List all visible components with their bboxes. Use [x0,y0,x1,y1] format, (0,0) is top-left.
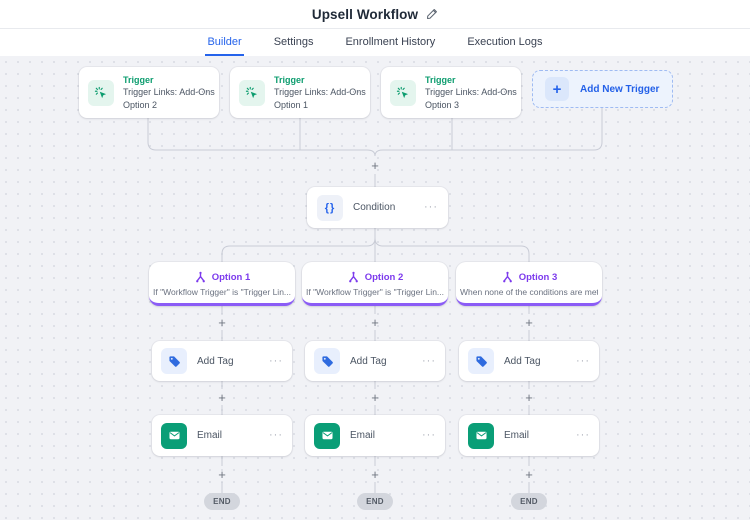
condition-node[interactable]: {} Condition ··· [307,187,448,228]
trigger-type-label: Trigger [425,75,456,86]
email-icon [468,422,494,449]
option-label: Option 1 [211,271,251,283]
option-label: Option 2 [364,271,404,283]
workflow-canvas[interactable]: Trigger Trigger Links: Add-Ons Option 2 … [0,56,750,520]
email-icon [161,422,187,449]
branch-split-icon [195,271,205,282]
tab-builder[interactable]: Builder [205,29,244,56]
add-step-button[interactable]: + [218,466,226,482]
node-menu-button[interactable]: ··· [347,86,361,98]
tab-enrollment-history[interactable]: Enrollment History [345,35,436,48]
email-icon [314,422,340,449]
add-tag-node-1[interactable]: Add Tag ··· [152,341,292,381]
node-menu-button[interactable]: ··· [576,429,590,441]
branch-option-1[interactable]: Option 1 If "Workflow Trigger" is "Trigg… [149,262,295,306]
node-menu-button[interactable]: ··· [576,354,590,367]
tab-execution-logs[interactable]: Execution Logs [467,35,543,48]
action-label: Add Tag [197,355,234,367]
node-menu-button[interactable]: ··· [498,86,512,98]
braces-icon: {} [317,194,343,221]
trigger-option: Option 3 [425,99,460,110]
trigger-option: Option 2 [123,99,158,110]
node-menu-button[interactable]: ··· [269,354,283,367]
add-step-button[interactable]: + [371,389,379,405]
header: Upsell Workflow [0,0,750,29]
end-node: END [357,493,393,510]
option-head: Option 1 [194,271,251,284]
add-step-button[interactable]: + [371,314,379,330]
plus-icon: + [545,77,569,101]
add-step-button[interactable]: + [525,389,533,405]
add-step-button[interactable]: + [525,314,533,330]
trigger-text: Trigger Trigger Links: Add-Ons Option 3 [425,74,517,110]
page-title: Upsell Workflow [311,6,419,22]
action-label: Email [504,430,530,441]
node-menu-button[interactable]: ··· [422,354,436,367]
add-tag-node-3[interactable]: Add Tag ··· [459,341,599,381]
add-new-trigger-button[interactable]: + Add New Trigger [532,70,673,108]
trigger-node-1[interactable]: Trigger Trigger Links: Add-Ons Option 2 … [79,67,219,118]
action-label: Add Tag [350,355,387,367]
option-head: Option 2 [347,271,404,284]
edit-title-icon[interactable] [426,8,438,20]
add-new-trigger-label: Add New Trigger [580,83,660,95]
trigger-node-3[interactable]: Trigger Trigger Links: Add-Ons Option 3 … [381,67,521,118]
end-node: END [204,493,240,510]
trigger-name: Trigger Links: Add-Ons [123,87,215,98]
action-label: Email [197,430,223,441]
trigger-text: Trigger Trigger Links: Add-Ons Option 2 [123,74,215,110]
trigger-type-label: Trigger [274,75,305,86]
add-step-button[interactable]: + [218,314,226,330]
condition-label: Condition [353,202,396,213]
workflow-title-wrap: Upsell Workflow [312,7,438,22]
node-menu-button[interactable]: ··· [196,86,210,98]
node-menu-button[interactable]: ··· [269,429,283,441]
trigger-option: Option 1 [274,99,309,110]
trigger-icon [239,79,265,106]
branch-split-icon [502,271,512,282]
trigger-name: Trigger Links: Add-Ons [425,87,517,98]
end-node: END [511,493,547,510]
add-step-button[interactable]: + [218,389,226,405]
option-head: Option 3 [501,271,558,284]
add-tag-node-2[interactable]: Add Tag ··· [305,341,445,381]
email-node-1[interactable]: Email ··· [152,415,292,456]
trigger-icon [390,79,416,106]
action-label: Email [350,430,376,441]
node-menu-button[interactable]: ··· [424,201,438,213]
email-node-2[interactable]: Email ··· [305,415,445,456]
add-step-button[interactable]: + [371,466,379,482]
action-label: Add Tag [504,355,541,367]
add-step-button[interactable]: + [525,466,533,482]
branch-split-icon [348,271,358,282]
trigger-text: Trigger Trigger Links: Add-Ons Option 1 [274,74,366,110]
trigger-icon [88,79,114,106]
branch-option-2[interactable]: Option 2 If "Workflow Trigger" is "Trigg… [302,262,448,306]
tag-icon [161,348,187,374]
tab-bar: Builder Settings Enrollment History Exec… [0,29,750,56]
email-node-3[interactable]: Email ··· [459,415,599,456]
option-condition-text: When none of the conditions are met [460,286,598,297]
node-menu-button[interactable]: ··· [422,429,436,441]
option-label: Option 3 [518,271,558,283]
add-step-button[interactable]: + [371,157,379,173]
option-condition-text: If "Workflow Trigger" is "Trigger Lin... [306,286,444,297]
tab-settings[interactable]: Settings [273,35,314,48]
trigger-name: Trigger Links: Add-Ons [274,87,366,98]
tag-icon [314,348,340,374]
option-condition-text: If "Workflow Trigger" is "Trigger Lin... [153,286,291,297]
branch-option-3[interactable]: Option 3 When none of the conditions are… [456,262,602,306]
tag-icon [468,348,494,374]
trigger-type-label: Trigger [123,75,154,86]
trigger-node-2[interactable]: Trigger Trigger Links: Add-Ons Option 1 … [230,67,370,118]
